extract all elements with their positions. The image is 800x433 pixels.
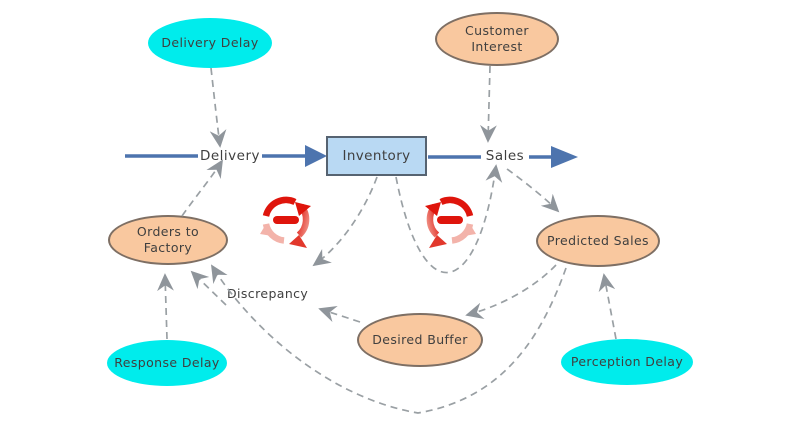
node-customer-interest-label: Customer Interest xyxy=(465,23,529,54)
node-discrepancy[interactable]: Discrepancy xyxy=(227,286,308,301)
node-desired-buffer[interactable]: Desired Buffer xyxy=(357,313,483,367)
node-inventory-label: Inventory xyxy=(342,147,411,164)
node-response-delay-label: Response Delay xyxy=(114,355,220,371)
node-desired-buffer-label: Desired Buffer xyxy=(372,332,468,348)
node-discrepancy-label: Discrepancy xyxy=(227,286,309,301)
node-inventory[interactable]: Inventory xyxy=(326,136,427,176)
inflow-label-text: Delivery xyxy=(199,147,261,164)
node-response-delay[interactable]: Response Delay xyxy=(107,340,227,386)
inflow-label-delivery[interactable]: Delivery xyxy=(198,145,262,166)
node-perception-delay-label: Perception Delay xyxy=(570,354,684,370)
node-perception-delay[interactable]: Perception Delay xyxy=(561,339,693,385)
node-orders-to-factory[interactable]: Orders to Factory xyxy=(108,215,228,265)
node-orders-to-factory-label: Orders to Factory xyxy=(136,224,200,255)
outflow-label-text: Sales xyxy=(485,147,525,164)
node-predicted-sales-label: Predicted Sales xyxy=(547,233,649,249)
node-delivery-delay-label: Delivery Delay xyxy=(161,35,259,51)
node-delivery-delay[interactable]: Delivery Delay xyxy=(148,18,272,68)
node-predicted-sales[interactable]: Predicted Sales xyxy=(536,215,660,267)
outflow-label-sales[interactable]: Sales xyxy=(481,145,529,166)
node-customer-interest[interactable]: Customer Interest xyxy=(435,12,559,66)
